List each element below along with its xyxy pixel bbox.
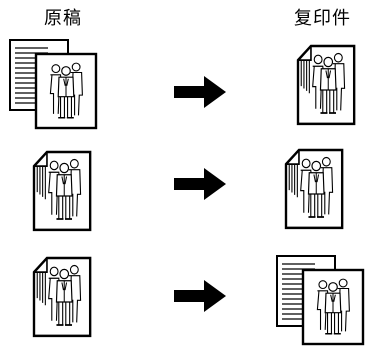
row-3-copy-two-pages-icon bbox=[277, 256, 363, 344]
copy-heading: 复印件 bbox=[294, 8, 351, 29]
row-1-copy-folded-page-icon bbox=[298, 46, 354, 124]
row-2-arrow-icon bbox=[174, 168, 226, 200]
row-2-original-folded-page-icon bbox=[34, 152, 90, 230]
row-2-copy-folded-page-icon bbox=[286, 150, 342, 228]
row-1-arrow-icon bbox=[174, 76, 226, 108]
row-3-original-folded-page-icon bbox=[34, 258, 90, 336]
original-heading: 原稿 bbox=[44, 8, 82, 29]
row-3-arrow-icon bbox=[174, 280, 226, 312]
row-1-original-two-pages-icon bbox=[10, 40, 96, 128]
